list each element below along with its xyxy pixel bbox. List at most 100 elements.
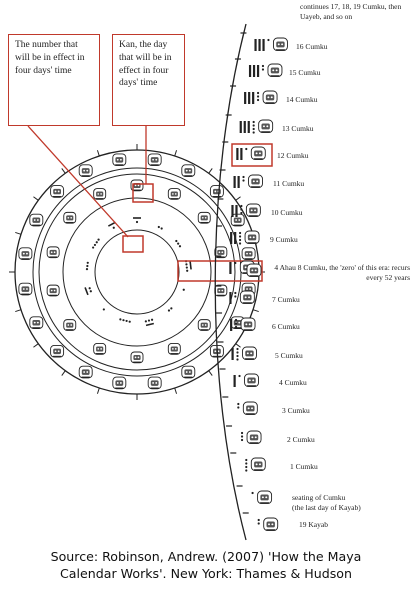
glyph-eye [36, 321, 39, 324]
era-zero-note: 4 Ahau 8 Cumku, the 'zero' of this era: … [274, 263, 410, 283]
numeral-bar [243, 121, 246, 133]
number-dot [150, 318, 154, 321]
month-glyph [29, 316, 44, 329]
cumku-day-glyph [250, 457, 266, 472]
numeral-bar [230, 232, 233, 244]
day-label: 4 Cumku [279, 378, 307, 387]
glyph-eye [204, 324, 207, 326]
number-dot [112, 226, 115, 229]
numeral-dot [240, 438, 244, 442]
number-dot [177, 242, 180, 245]
cumku-day-glyph [246, 430, 262, 445]
kan-callout: Kan, the day that will be in effect in f… [112, 34, 185, 126]
numeral-bar [252, 65, 256, 77]
numeral-dot [251, 491, 254, 495]
numeral-bar [248, 92, 251, 104]
glyph-eye [185, 169, 188, 172]
glyph-face [170, 346, 178, 352]
glyph-face [276, 41, 285, 48]
numeral-dot [256, 95, 260, 98]
numeral-bar [233, 176, 236, 188]
outer-tick [235, 196, 241, 201]
cumku-day-glyph [248, 174, 263, 189]
glyph-eye [246, 352, 249, 355]
day-label: 5 Cumku [275, 351, 303, 360]
numeral-dot [237, 402, 240, 406]
month-glyph [78, 365, 93, 379]
day-label: 7 Cumku [272, 295, 300, 304]
glyph-face [66, 322, 74, 328]
number-bar [107, 221, 116, 227]
number-bar [84, 287, 89, 296]
number-dot [89, 290, 92, 293]
glyph-eye [174, 193, 177, 195]
numeral-dot [237, 406, 240, 409]
glyph-eye [248, 323, 251, 326]
glyph-eye [248, 379, 251, 382]
glyph-eye [53, 289, 56, 292]
glyph-eye [272, 69, 275, 72]
outer-tick [61, 168, 66, 174]
number-callout-leader [27, 125, 129, 238]
glyph-face [233, 217, 242, 223]
numeral-dot [242, 175, 245, 179]
numeral-dot [236, 354, 239, 358]
glyph-eye [97, 193, 100, 195]
outer-tick [174, 387, 178, 394]
numeral-dot [236, 351, 239, 354]
glyph-face [244, 251, 253, 257]
glyph-eye [249, 288, 252, 290]
numeral-bar [256, 65, 260, 77]
glyph-eye [33, 219, 36, 221]
glyph-eye [218, 289, 221, 292]
glyph-eye [119, 158, 122, 161]
outer-wheel-inner-ring [32, 167, 242, 377]
outer-tick [61, 370, 66, 376]
outer-tick [96, 387, 100, 394]
glyph-face [213, 188, 221, 195]
numeral-bar [236, 148, 239, 160]
number-dot [167, 309, 171, 312]
day-label: 1 Cumku [290, 462, 318, 471]
glyph-face [233, 320, 242, 326]
day-label: 11 Cumku [273, 179, 304, 188]
tzolkin-wheel-glyphs [46, 179, 228, 364]
glyph-eye [238, 321, 241, 324]
glyph-face [266, 521, 275, 528]
glyph-eye [275, 69, 278, 72]
glyph-face [217, 249, 225, 255]
numeral-dot [257, 518, 260, 522]
number-dot [157, 225, 160, 229]
number-callout: The number that will be in effect in fou… [8, 34, 100, 126]
numeral-dot [252, 120, 255, 124]
numeral-bar [239, 121, 242, 133]
glyph-eye [217, 350, 220, 353]
glyph-eye [155, 158, 158, 161]
day-label: 3 Cumku [282, 406, 310, 415]
glyph-face [32, 217, 41, 223]
number-wheel-ring [94, 229, 180, 315]
numeral-dot [252, 124, 255, 127]
glyph-face [81, 369, 90, 375]
glyph-face [244, 286, 253, 292]
glyph-eye [54, 350, 57, 353]
glyph-eye [254, 209, 257, 212]
glyph-eye [201, 324, 204, 326]
glyph-eye [267, 96, 270, 99]
month-glyph [230, 213, 245, 227]
glyph-eye [235, 219, 238, 221]
glyph-eye [245, 323, 248, 326]
glyph-eye [188, 169, 191, 172]
glyph-face [170, 191, 178, 197]
glyph-eye [36, 219, 39, 221]
glyph-face [243, 321, 253, 328]
outer-tick [208, 370, 213, 376]
number-highlight [122, 235, 144, 253]
number-dot [97, 238, 100, 241]
glyph-face [53, 188, 61, 195]
month-glyph [209, 185, 224, 198]
day-glyph [214, 284, 228, 297]
numeral-dot [238, 238, 242, 242]
glyph-face [81, 168, 90, 174]
glyph-face [260, 494, 269, 501]
